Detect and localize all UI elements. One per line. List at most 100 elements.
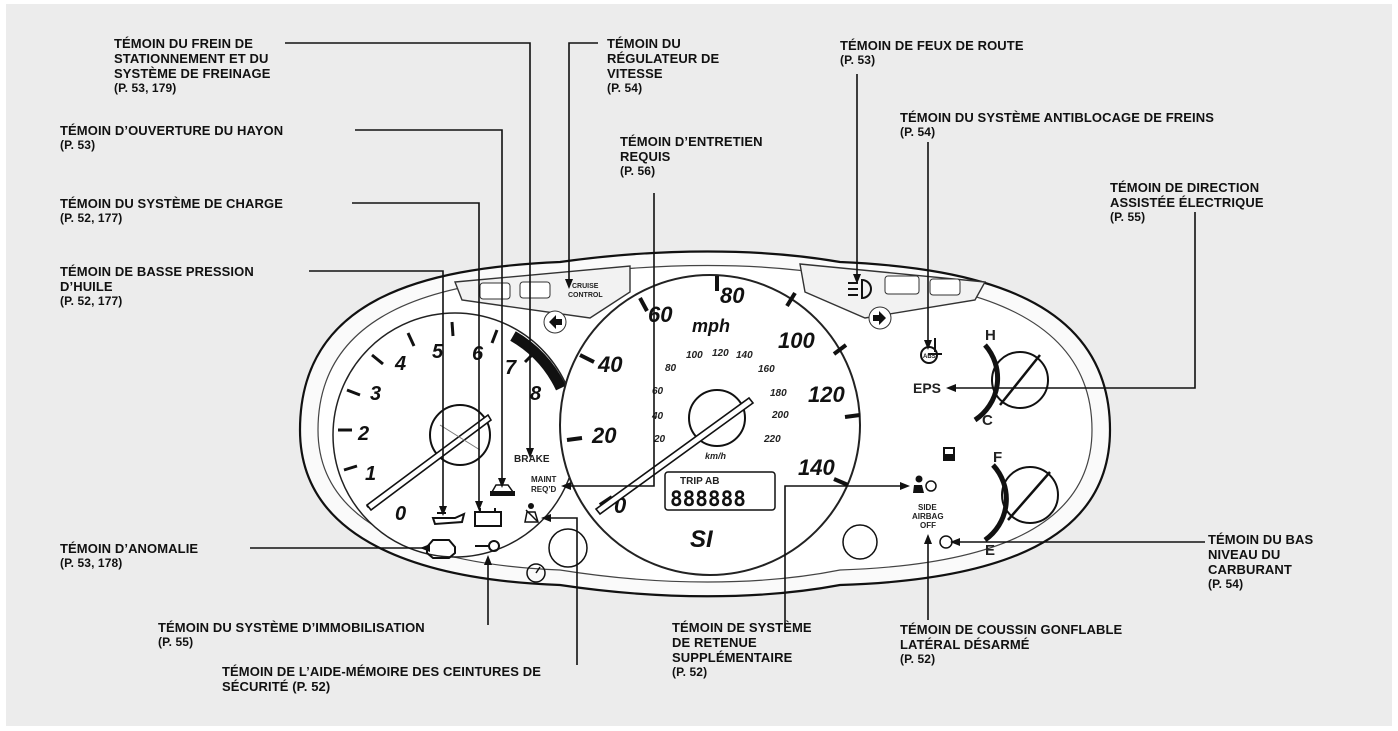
brake-indicator-text: BRAKE — [514, 454, 550, 465]
callout-tailgate-ref: (P. 53) — [60, 138, 96, 152]
kmh-80: 80 — [665, 363, 677, 374]
callout-oil: TÉMOIN DE BASSE PRESSION D’HUILE (P. 52,… — [60, 264, 254, 309]
callout-maint-line1: TÉMOIN D’ENTRETIEN — [620, 134, 763, 149]
battery-charge-icon — [474, 508, 502, 527]
callout-eps: TÉMOIN DE DIRECTION ASSISTÉE ÉLECTRIQUE … — [1110, 180, 1264, 225]
tach-num-3: 3 — [370, 383, 381, 405]
callout-brake: TÉMOIN DU FREIN DE STATIONNEMENT ET DU S… — [114, 36, 270, 96]
leader-oil — [309, 270, 444, 510]
fuel-full-label: F — [993, 449, 1002, 466]
temperature-scale — [973, 343, 1001, 423]
fuel-empty-label: E — [985, 542, 995, 559]
callout-srs-line1: TÉMOIN DE SYSTÈME — [672, 620, 812, 635]
callout-brake-line3: SYSTÈME DE FREINAGE — [114, 66, 271, 81]
callout-oil-line2: D’HUILE — [60, 279, 113, 294]
callout-immobilizer: TÉMOIN DU SYSTÈME D’IMMOBILISATION (P. 5… — [158, 620, 425, 650]
kmh-unit-label: km/h — [705, 451, 727, 461]
immobilizer-key-icon — [475, 540, 500, 552]
callout-airbag-off-ref: (P. 52) — [900, 652, 936, 666]
right-turn-signal-icon — [868, 306, 892, 330]
speed-mph-80: 80 — [720, 283, 745, 308]
leader-charging — [352, 202, 480, 505]
temp-hot-label: H — [985, 327, 996, 344]
callout-cruise-line1: TÉMOIN DU — [607, 36, 681, 51]
kmh-120: 120 — [712, 348, 729, 359]
callout-highbeam: TÉMOIN DE FEUX DE ROUTE (P. 53) — [840, 38, 1024, 68]
trip-label: TRIP AB — [680, 476, 719, 487]
kmh-180: 180 — [770, 388, 787, 399]
callout-brake-ref: (P. 53, 179) — [114, 81, 177, 95]
callout-brake-line1: TÉMOIN DU FREIN DE — [114, 36, 254, 51]
tachometer-ticks — [338, 321, 537, 509]
tach-num-6: 6 — [472, 343, 484, 365]
right-pod-window-1 — [884, 275, 920, 295]
kmh-40: 40 — [651, 411, 664, 422]
callout-highbeam-ref: (P. 53) — [840, 53, 876, 67]
callout-oil-line1: TÉMOIN DE BASSE PRESSION — [60, 264, 254, 279]
callout-maint-ref: (P. 56) — [620, 164, 656, 178]
tach-num-4: 4 — [394, 353, 406, 375]
callout-maint-line2: REQUIS — [620, 149, 671, 164]
fuel-pump-icon — [943, 447, 955, 461]
check-engine-icon — [426, 539, 456, 559]
tailgate-open-icon — [490, 484, 515, 496]
callout-seatbelt-line1: TÉMOIN DE L’AIDE-MÉMOIRE DES CEINTURES D… — [222, 664, 542, 679]
srs-airbag-icon — [913, 475, 937, 493]
callout-cruise-ref: (P. 54) — [607, 81, 643, 95]
tach-num-5: 5 — [432, 341, 444, 363]
callout-srs-line2: DE RETENUE — [672, 635, 757, 650]
tach-num-1: 1 — [365, 463, 376, 485]
si-badge: SI — [690, 526, 714, 553]
callout-eps-ref: (P. 55) — [1110, 210, 1146, 224]
left-turn-signal-icon — [543, 310, 567, 334]
callout-fuel: TÉMOIN DU BAS NIVEAU DU CARBURANT (P. 54… — [1208, 532, 1313, 592]
tach-num-7: 7 — [505, 357, 517, 379]
leader-lines — [250, 42, 1205, 665]
callout-tailgate: TÉMOIN D’OUVERTURE DU HAYON (P. 53) — [60, 123, 283, 153]
kmh-100: 100 — [686, 350, 703, 361]
callout-abs-ref: (P. 54) — [900, 125, 936, 139]
airbag-off-line1: SIDE — [918, 503, 937, 512]
callout-immobilizer-ref: (P. 55) — [158, 635, 194, 649]
temp-cold-label: C — [982, 412, 993, 429]
leader-arrowheads — [420, 274, 960, 565]
airbag-off-line3: OFF — [920, 521, 936, 530]
callout-immobilizer-line1: TÉMOIN DU SYSTÈME D’IMMOBILISATION — [158, 620, 425, 635]
left-pod-window-2 — [519, 281, 551, 299]
eps-indicator-text: EPS — [913, 380, 941, 396]
callout-tailgate-line1: TÉMOIN D’OUVERTURE DU HAYON — [60, 123, 284, 138]
kmh-60: 60 — [652, 386, 664, 397]
callout-cruise-line3: VITESSE — [607, 66, 663, 81]
callout-charging-line1: TÉMOIN DU SYSTÈME DE CHARGE — [60, 196, 283, 211]
callout-srs: TÉMOIN DE SYSTÈME DE RETENUE SUPPLÉMENTA… — [672, 620, 812, 680]
cruise-text-line2: CONTROL — [568, 292, 603, 299]
speed-mph-140: 140 — [798, 455, 835, 480]
callout-cruise-line2: RÉGULATEUR DE — [607, 51, 720, 66]
callout-srs-ref: (P. 52) — [672, 665, 708, 679]
callout-seatbelt-line2: SÉCURITÉ (P. 52) — [222, 679, 331, 694]
high-beam-icon — [848, 278, 872, 300]
airbag-off-line2: AIRBAG — [912, 512, 944, 521]
callout-abs: TÉMOIN DU SYSTÈME ANTIBLOCAGE DE FREINS … — [900, 110, 1214, 140]
callout-fuel-line2: NIVEAU DU — [1208, 547, 1281, 562]
leader-cruise — [568, 42, 598, 283]
kmh-200: 200 — [771, 410, 789, 421]
leader-tailgate — [355, 129, 503, 482]
speed-mph-120: 120 — [808, 382, 845, 407]
kmh-160: 160 — [758, 364, 775, 375]
tachometer-needle — [365, 413, 493, 512]
speed-mph-60: 60 — [648, 302, 673, 327]
tach-num-0: 0 — [395, 503, 406, 525]
odometer-digits: 888888 — [670, 487, 746, 511]
oil-pressure-icon — [431, 512, 466, 526]
leader-seatbelt — [545, 517, 578, 665]
callout-airbag-off-line1: TÉMOIN DE COUSSIN GONFLABLE — [900, 622, 1123, 637]
tachometer-redline — [510, 331, 566, 391]
callout-eps-line1: TÉMOIN DE DIRECTION — [1110, 180, 1260, 195]
leader-brake — [285, 42, 531, 452]
kmh-140: 140 — [736, 350, 753, 361]
callout-seatbelt: TÉMOIN DE L’AIDE-MÉMOIRE DES CEINTURES D… — [222, 664, 541, 694]
cruise-text-line1: CRUISE — [572, 283, 599, 290]
odometer-display — [664, 471, 776, 511]
